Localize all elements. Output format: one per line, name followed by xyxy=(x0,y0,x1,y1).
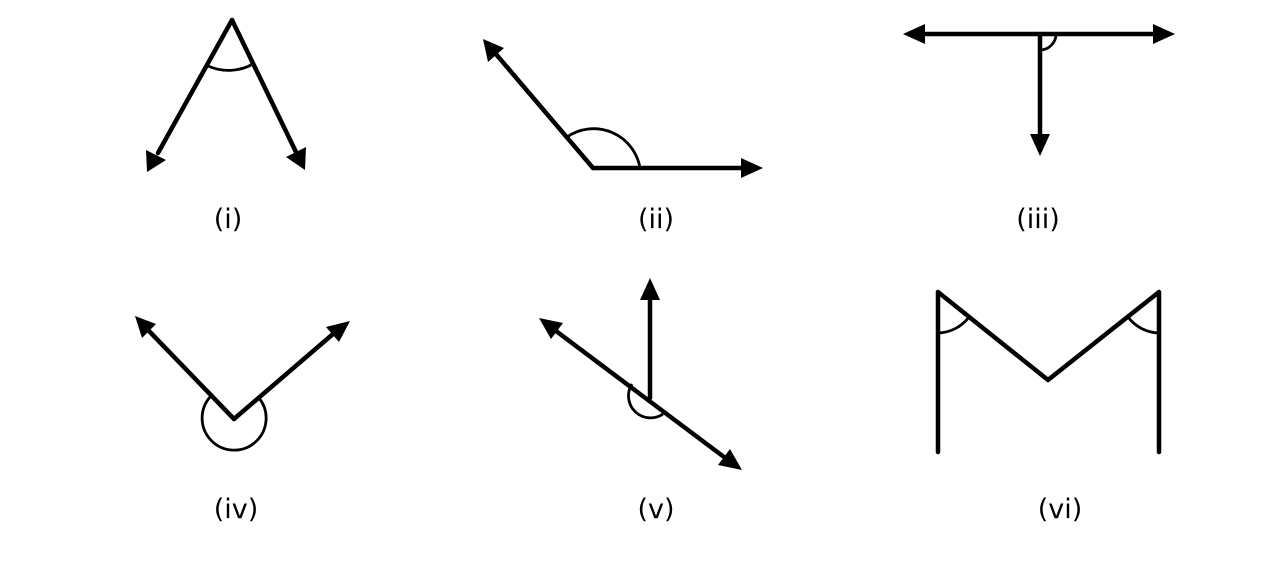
figure-vi-caption: (vi) xyxy=(1038,494,1083,525)
figure-i-caption: (i) xyxy=(214,204,243,235)
figure-iii-arrowhead-left xyxy=(903,24,925,44)
figure-iii-arrowhead-down xyxy=(1030,134,1050,156)
figure-i-angle-arc xyxy=(207,62,254,72)
figure-v: (v) xyxy=(539,278,742,525)
figure-ii-arrowhead-right xyxy=(741,158,763,178)
figure-iv-ray-left xyxy=(146,328,237,422)
figure-iii-caption: (iii) xyxy=(1016,204,1060,235)
figure-iv-arrowhead-left xyxy=(135,316,156,338)
figure-vi-m-shape xyxy=(935,289,1162,455)
figure-i-arrowhead-right xyxy=(286,147,306,170)
figure-v-arrowhead-up xyxy=(640,278,660,300)
figure-iv-arrowhead-right xyxy=(326,321,350,342)
figure-iv-caption: (iv) xyxy=(214,494,259,525)
figure-ii: (ii) xyxy=(483,39,763,235)
figure-v-angle-arc xyxy=(627,383,664,420)
figure-i-ray-right xyxy=(229,17,299,155)
figure-vi-right-angle-arc xyxy=(1126,316,1160,335)
figure-ii-angle-arc xyxy=(566,127,642,169)
figure-iii: (iii) xyxy=(903,24,1175,235)
figure-v-caption: (v) xyxy=(637,494,674,525)
figure-i-arrowhead-left xyxy=(146,150,166,172)
figure-ii-caption: (ii) xyxy=(638,204,674,235)
figure-vi-left-angle-arc xyxy=(937,316,971,335)
figure-vi: (vi) xyxy=(935,289,1162,525)
figure-iii-arrowhead-right xyxy=(1153,24,1175,44)
figure-v-arrowhead-upper-left xyxy=(539,318,563,339)
figure-v-diagonal-line xyxy=(553,328,727,460)
figure-i: (i) xyxy=(146,17,306,235)
figure-iv-angle-arc xyxy=(200,395,268,452)
figure-ii-ray-upper xyxy=(492,50,596,171)
figure-iii-angle-arc xyxy=(1039,33,1058,52)
figure-v-arrowhead-lower-right xyxy=(718,449,742,470)
figure-iv-ray-right xyxy=(231,331,336,422)
figure-iv: (iv) xyxy=(135,316,350,525)
figure-ii-arrowhead-upper xyxy=(483,39,504,62)
figure-i-ray-left xyxy=(155,17,235,156)
